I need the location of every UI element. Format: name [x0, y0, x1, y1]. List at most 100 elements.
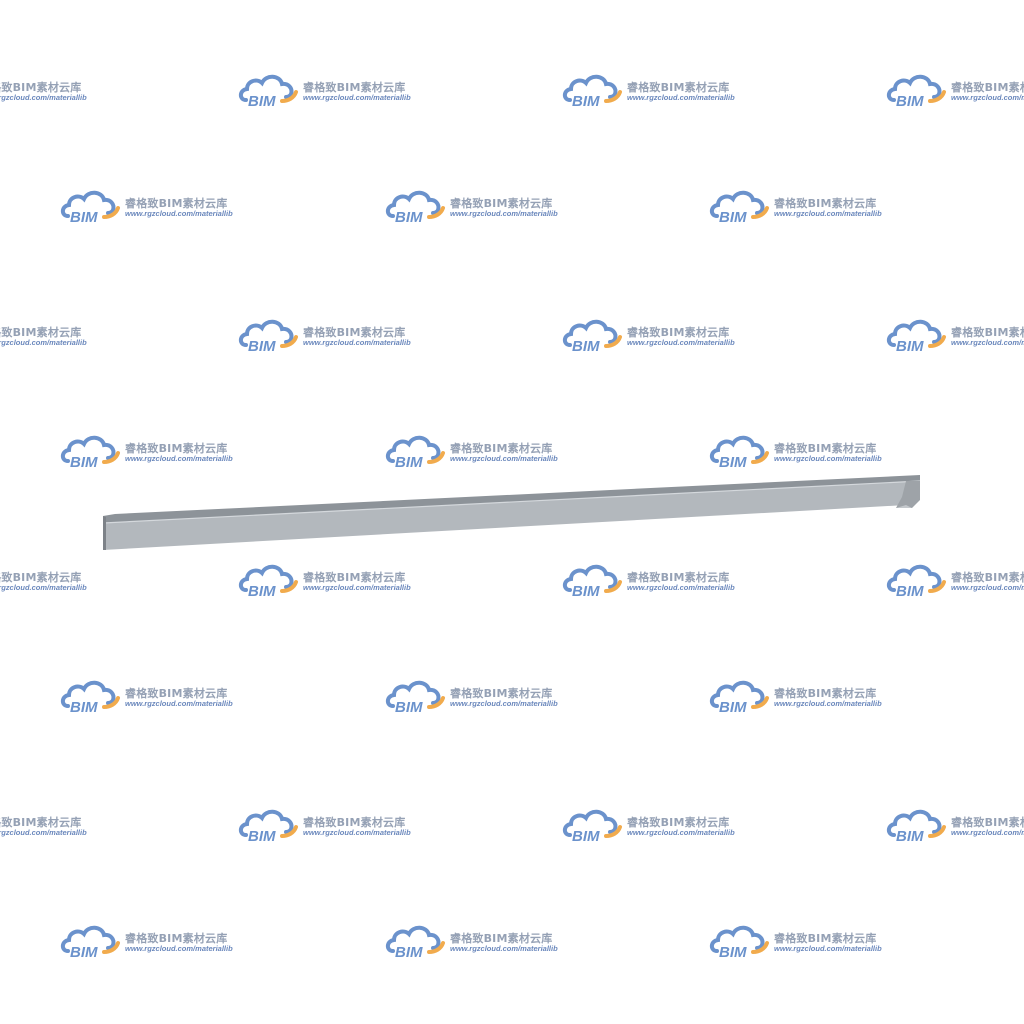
watermark-url: www.rgzcloud.com/materiallib	[125, 209, 233, 218]
watermark-url: www.rgzcloud.com/materiallib	[450, 454, 558, 463]
logo-text: BIM	[572, 828, 600, 845]
cloud-icon	[886, 74, 942, 102]
watermark-title: 睿格致BIM素材云库	[627, 326, 730, 339]
cloud-swoosh-icon	[427, 696, 445, 709]
bim-cloud-logo: BIM	[562, 564, 622, 600]
cloud-swoosh-icon	[751, 451, 769, 464]
logo-text: BIM	[70, 454, 98, 471]
bim-cloud-logo: BIM	[60, 680, 120, 716]
watermark-url: www.rgzcloud.com/materiallib	[951, 583, 1024, 592]
watermark-url: www.rgzcloud.com/materiallib	[0, 338, 87, 347]
bim-cloud-logo: BIM	[385, 435, 445, 471]
cloud-icon	[709, 435, 765, 463]
watermark-url: www.rgzcloud.com/materiallib	[627, 93, 735, 102]
watermark: BIM 睿格致BIM素材云库 www.rgzcloud.com/material…	[709, 431, 899, 471]
watermark-url: www.rgzcloud.com/materiallib	[627, 583, 735, 592]
cloud-swoosh-icon	[928, 580, 946, 593]
watermark: BIM 睿格致BIM素材云库 www.rgzcloud.com/material…	[886, 560, 1024, 600]
cloud-icon	[238, 564, 294, 592]
watermark-url: www.rgzcloud.com/materiallib	[774, 454, 882, 463]
watermark: BIM 睿格致BIM素材云库 www.rgzcloud.com/material…	[238, 805, 428, 845]
bim-cloud-logo: BIM	[886, 564, 946, 600]
watermark: BIM 睿格致BIM素材云库 www.rgzcloud.com/material…	[886, 70, 1024, 110]
cloud-swoosh-icon	[427, 941, 445, 954]
watermark: BIM 睿格致BIM素材云库 www.rgzcloud.com/material…	[886, 315, 1024, 355]
cloud-icon	[385, 190, 441, 218]
watermark-title: 睿格致BIM素材云库	[125, 687, 228, 700]
bim-cloud-logo: BIM	[60, 190, 120, 226]
bim-cloud-logo: BIM	[385, 925, 445, 961]
cloud-icon	[886, 809, 942, 837]
watermark-url: www.rgzcloud.com/materiallib	[450, 209, 558, 218]
cloud-swoosh-icon	[280, 580, 298, 593]
cloud-icon	[886, 319, 942, 347]
cloud-swoosh-icon	[751, 206, 769, 219]
watermark-url: www.rgzcloud.com/materiallib	[774, 209, 882, 218]
cloud-icon	[60, 435, 116, 463]
watermark-title: 睿格致BIM素材云库	[627, 571, 730, 584]
bim-cloud-logo: BIM	[886, 74, 946, 110]
cloud-swoosh-icon	[102, 696, 120, 709]
watermark-title: 睿格致BIM素材云库	[303, 326, 406, 339]
logo-text: BIM	[248, 93, 276, 110]
watermark-url: www.rgzcloud.com/materiallib	[0, 583, 87, 592]
watermark-title: 睿格致BIM素材云库	[125, 197, 228, 210]
cloud-icon	[562, 319, 618, 347]
watermark: BIM 睿格致BIM素材云库 www.rgzcloud.com/material…	[60, 431, 250, 471]
cloud-icon	[385, 435, 441, 463]
watermark-url: www.rgzcloud.com/materiallib	[0, 828, 87, 837]
watermark-url: www.rgzcloud.com/materiallib	[125, 454, 233, 463]
watermark-url: www.rgzcloud.com/materiallib	[951, 93, 1024, 102]
cloud-icon	[385, 680, 441, 708]
cloud-swoosh-icon	[427, 451, 445, 464]
logo-text: BIM	[719, 944, 747, 961]
logo-text: BIM	[248, 338, 276, 355]
cloud-icon	[60, 190, 116, 218]
cloud-swoosh-icon	[604, 825, 622, 838]
watermark: BIM 睿格致BIM素材云库 www.rgzcloud.com/material…	[385, 431, 575, 471]
watermark-url: www.rgzcloud.com/materiallib	[627, 338, 735, 347]
logo-text: BIM	[572, 338, 600, 355]
bim-cloud-logo: BIM	[238, 809, 298, 845]
watermark-url: www.rgzcloud.com/materiallib	[303, 93, 411, 102]
bim-cloud-logo: BIM	[709, 435, 769, 471]
watermark-title: 睿格致BIM素材云库	[125, 442, 228, 455]
watermark-url: www.rgzcloud.com/materiallib	[951, 828, 1024, 837]
watermark: BIM 睿格致BIM素材云库 www.rgzcloud.com/material…	[709, 676, 899, 716]
watermark-title: 睿格致BIM素材云库	[951, 326, 1024, 339]
bim-cloud-logo: BIM	[562, 319, 622, 355]
watermark-title: 睿格致BIM素材云库	[0, 81, 82, 94]
cloud-icon	[60, 925, 116, 953]
logo-text: BIM	[896, 583, 924, 600]
logo-text: BIM	[70, 944, 98, 961]
beam-end-face	[896, 481, 920, 508]
beam-edge-highlight	[102, 480, 921, 524]
watermark-url: www.rgzcloud.com/materiallib	[450, 699, 558, 708]
watermark: BIM 睿格致BIM素材云库 www.rgzcloud.com/material…	[385, 676, 575, 716]
cloud-icon	[238, 809, 294, 837]
bim-cloud-logo: BIM	[709, 680, 769, 716]
cloud-swoosh-icon	[427, 206, 445, 219]
watermark-title: 睿格致BIM素材云库	[303, 571, 406, 584]
watermark-title: 睿格致BIM素材云库	[627, 81, 730, 94]
watermark-title: 睿格致BIM素材云库	[774, 687, 877, 700]
bim-cloud-logo: BIM	[709, 925, 769, 961]
beam-end-bevel	[896, 505, 912, 508]
bim-cloud-logo: BIM	[238, 74, 298, 110]
logo-text: BIM	[572, 93, 600, 110]
watermark-url: www.rgzcloud.com/materiallib	[303, 828, 411, 837]
beam-top-face	[103, 475, 920, 523]
watermark: BIM 睿格致BIM素材云库 www.rgzcloud.com/material…	[0, 560, 104, 600]
watermark-title: 睿格致BIM素材云库	[450, 442, 553, 455]
logo-text: BIM	[395, 699, 423, 716]
watermark: BIM 睿格致BIM素材云库 www.rgzcloud.com/material…	[709, 921, 899, 961]
watermark-url: www.rgzcloud.com/materiallib	[951, 338, 1024, 347]
watermark-url: www.rgzcloud.com/materiallib	[125, 944, 233, 953]
beam-front-face	[103, 481, 920, 550]
logo-text: BIM	[248, 828, 276, 845]
logo-text: BIM	[896, 338, 924, 355]
bim-cloud-logo: BIM	[886, 809, 946, 845]
watermark: BIM 睿格致BIM素材云库 www.rgzcloud.com/material…	[385, 186, 575, 226]
watermark: BIM 睿格致BIM素材云库 www.rgzcloud.com/material…	[0, 315, 104, 355]
